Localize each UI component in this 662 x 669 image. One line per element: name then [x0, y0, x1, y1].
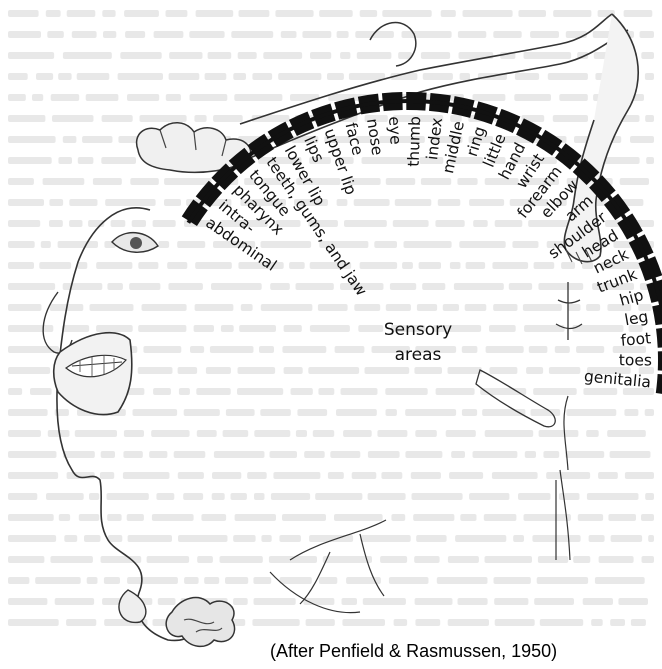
vessel-drawing [476, 370, 555, 427]
body-part-label: foot [620, 329, 652, 350]
tongue-drawing [119, 590, 146, 622]
cortex-band-segment [658, 351, 662, 371]
body-part-label: thumb [405, 116, 425, 167]
body-part-label: leg [623, 307, 650, 329]
center-label-line-1: Sensory [384, 320, 452, 340]
figure-caption: (After Penfield & Rasmussen, 1950) [270, 641, 557, 662]
head-shoulder-drawing [370, 23, 416, 66]
cortex-band-segment [656, 374, 662, 395]
body-part-label: hip [618, 286, 646, 310]
center-label-line-2: areas [395, 345, 442, 365]
face-profile-drawing [57, 208, 194, 641]
body-part-label: eye [385, 116, 405, 145]
body-part-label: genitalia [583, 367, 652, 391]
cortex-band-segment [656, 326, 662, 347]
spinal-drawing [556, 282, 582, 340]
nerve-branch-drawing [270, 520, 386, 613]
body-part-label: toes [619, 351, 652, 369]
